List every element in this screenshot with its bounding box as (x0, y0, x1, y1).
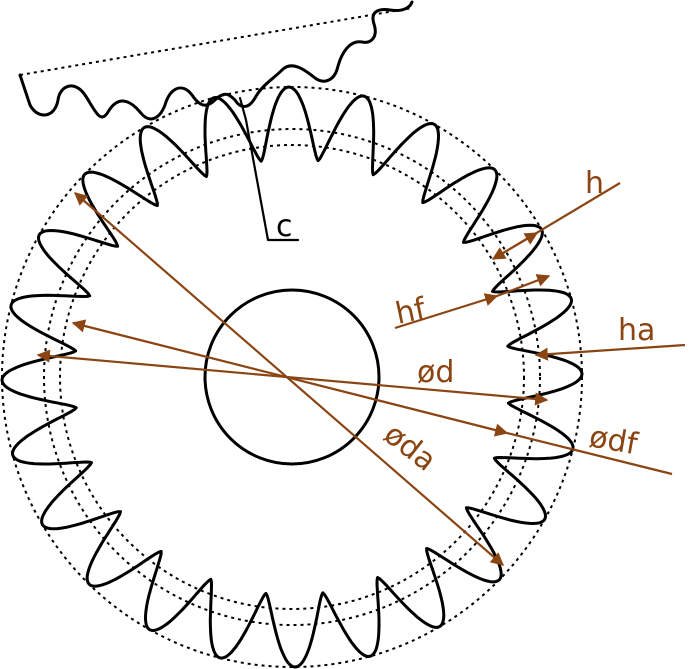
ha-label: ha (618, 313, 655, 348)
h-arrow-line (492, 232, 539, 260)
hf-dimension-line (394, 293, 499, 330)
mating-gear (18, 0, 414, 121)
hf-label: hf (392, 291, 430, 332)
da-label: øda (377, 417, 443, 479)
df-label: ødf (587, 419, 642, 462)
clearance-callout: c (238, 96, 300, 244)
mating-gear-pitch-line (19, 7, 413, 76)
dimension-lines (36, 182, 686, 566)
mating-gear-outline (18, 0, 414, 121)
h-label: h (585, 166, 604, 201)
ha-dimension-line (534, 343, 686, 361)
hf-arrow-line (496, 274, 551, 298)
df-extension-line (506, 431, 673, 476)
d-label: ød (417, 355, 454, 390)
clearance-label: c (276, 209, 293, 244)
df-dimension-line (71, 319, 509, 437)
dimension-labels: h hf ha ød ødf øda (377, 166, 655, 479)
